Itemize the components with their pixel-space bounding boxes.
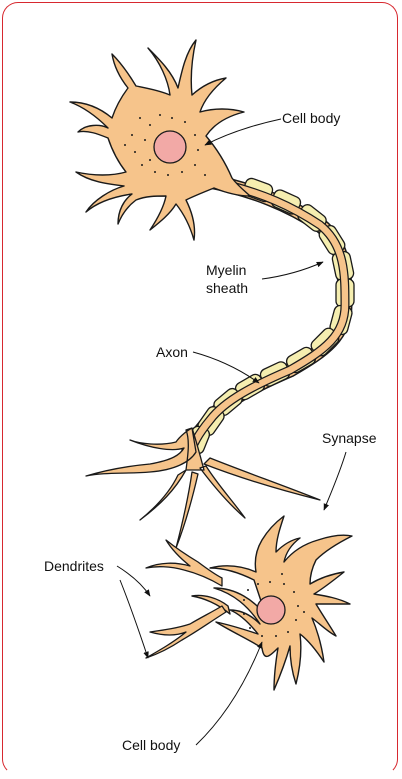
svg-text:Myelin: Myelin <box>206 262 246 278</box>
label-myelin-sheath: Myelin sheath <box>206 262 323 296</box>
bottom-nucleus <box>257 596 285 624</box>
label-synapse: Synapse <box>322 430 377 510</box>
svg-text:Axon: Axon <box>156 344 188 360</box>
svg-text:Synapse: Synapse <box>322 430 377 446</box>
top-neuron <box>70 40 250 240</box>
svg-text:Cell body: Cell body <box>122 737 180 753</box>
label-cell-body-bottom: Cell body <box>122 642 262 753</box>
top-nucleus <box>154 131 186 163</box>
svg-text:sheath: sheath <box>206 280 248 296</box>
svg-text:Cell body: Cell body <box>282 110 340 126</box>
svg-text:Dendrites: Dendrites <box>44 558 104 574</box>
label-dendrites: Dendrites <box>44 558 150 658</box>
label-axon: Axon <box>156 344 259 383</box>
